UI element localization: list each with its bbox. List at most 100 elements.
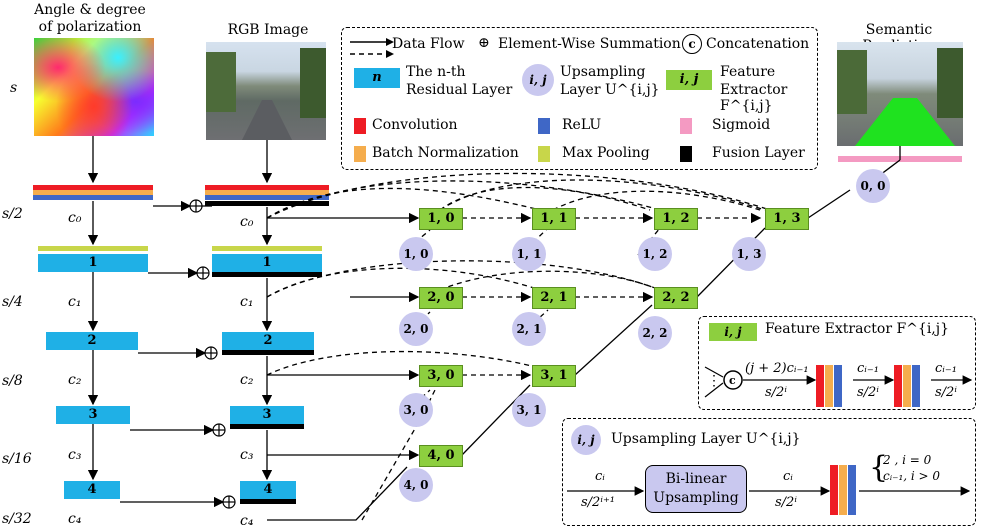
- scale-s8: s/8: [2, 373, 23, 389]
- inset-fe-out-size: s/2ⁱ: [935, 385, 957, 400]
- upsample-3-0: 3, 0: [399, 393, 433, 427]
- channel-left-c2: c₂: [68, 372, 82, 388]
- extractor-1-3: 1, 3: [765, 208, 809, 230]
- bilinear-upsampling-box: Bi-linear Upsampling: [645, 465, 747, 513]
- legend-upsample-swatch: i, j: [522, 64, 554, 96]
- legend-residual-line2: Residual Layer: [406, 82, 513, 98]
- legend-residual-swatch: n: [354, 68, 400, 88]
- inset-up-symbol: i, j: [571, 425, 601, 455]
- rgb-title: RGB Image: [227, 22, 309, 38]
- residual-left-2: 2: [46, 332, 138, 350]
- upsample-2-0: 2, 0: [399, 312, 433, 346]
- polarization-image: [34, 38, 154, 136]
- legend-extractor-symbol: i, j: [679, 72, 699, 87]
- feature-extractor-inset: i, j Feature Extractor F^{i,j} c ⋮ (j + …: [698, 316, 976, 410]
- inset-up-in-channels: cᵢ: [595, 469, 605, 484]
- scale-s2: s/2: [2, 206, 23, 222]
- residual-right-4: 4: [240, 481, 296, 499]
- residual-right-3: 3: [230, 406, 304, 424]
- inset-up-case-1: 2 , i = 0: [883, 453, 932, 467]
- legend-residual-symbol: n: [372, 70, 382, 85]
- scale-s16: s/16: [2, 451, 32, 467]
- legend-fusion-swatch: [680, 146, 692, 162]
- legend-concatenation: Concatenation: [706, 36, 810, 52]
- upsample-1-0: 1, 0: [399, 237, 433, 271]
- inset-up-case-2: cᵢ₋₁, i > 0: [883, 469, 941, 483]
- legend-sigmoid: Sigmoid: [712, 117, 771, 133]
- extractor-1-1: 1, 1: [532, 208, 576, 230]
- inset-up-flow: [567, 465, 971, 515]
- channel-right-c4: c₄: [240, 513, 254, 529]
- extractor-2-1: 2, 1: [532, 287, 576, 309]
- channel-left-c4: c₄: [68, 511, 82, 527]
- residual-right-1: 1: [212, 254, 322, 272]
- inset-fe-symbol: i, j: [709, 323, 757, 341]
- channel-left-c0: c₀: [68, 210, 82, 226]
- legend-box: Data Flow ⊕ Element-Wise Summation c Con…: [341, 27, 818, 170]
- upsample-3-1: 3, 1: [512, 393, 546, 427]
- upsample-2-1: 2, 1: [512, 312, 546, 346]
- inset-up-mid-size: s/2ⁱ: [775, 495, 797, 510]
- polar-title-line2: of polarization: [38, 19, 142, 35]
- inset-up-title: Upsampling Layer U^{i,j}: [611, 431, 801, 447]
- residual-left-1: 1: [38, 254, 148, 272]
- legend-convolution: Convolution: [372, 117, 458, 133]
- maxpool-left: [38, 246, 148, 251]
- inset-fe-title: Feature Extractor F^{i,j}: [765, 321, 949, 337]
- inset-fe-mid-size: s/2ⁱ: [857, 385, 879, 400]
- inset-fe-out-channels: cᵢ₋₁: [935, 361, 957, 376]
- channel-right-c2: c₂: [240, 372, 254, 388]
- legend-extractor-line1: Feature: [720, 64, 776, 80]
- upsample-4-0: 4, 0: [399, 468, 433, 502]
- scale-s: s: [10, 80, 18, 96]
- extractor-1-0: 1, 0: [419, 208, 463, 230]
- upsample-1-2: 1, 2: [638, 237, 672, 271]
- legend-max-pooling: Max Pooling: [562, 145, 650, 161]
- upsampling-inset: i, j Upsampling Layer U^{i,j} Bi-linear …: [562, 418, 976, 526]
- legend-batch-norm: Batch Normalization: [372, 145, 519, 161]
- inset-fe-mid-channels: cᵢ₋₁: [857, 361, 879, 376]
- legend-relu-swatch: [538, 118, 550, 134]
- channel-left-c3: c₃: [68, 447, 82, 463]
- svg-text:⋮: ⋮: [707, 373, 721, 389]
- extractor-4-0: 4, 0: [419, 445, 463, 467]
- maxpool-right: [212, 246, 322, 251]
- bilinear-line1: Bi-linear: [665, 471, 727, 487]
- inset-up-brace: {: [869, 450, 889, 485]
- inset-fe-in-size: s/2ⁱ: [765, 385, 787, 400]
- residual-left-4: 4: [64, 481, 120, 499]
- legend-upsample-line1: Upsampling: [560, 64, 646, 80]
- legend-extractor-line2: Extractor F^{i,j}: [720, 82, 788, 114]
- upsample-1-1: 1, 1: [512, 237, 546, 271]
- extractor-3-1: 3, 1: [532, 365, 576, 387]
- legend-bn-swatch: [354, 146, 366, 162]
- concatenation-icon: c: [682, 34, 702, 54]
- inset-fe-in-channels: (j + 2)cᵢ₋₁: [745, 361, 809, 376]
- legend-extractor-swatch: i, j: [666, 70, 712, 90]
- channel-right-c0: c₀: [240, 214, 254, 230]
- summation-icon: ⊕: [478, 35, 490, 51]
- data-flow-arrows-icon: [350, 38, 394, 58]
- legend-residual-line1: The n-th: [406, 64, 466, 80]
- inset-up-mid-channels: cᵢ: [783, 469, 793, 484]
- legend-summation: Element-Wise Summation: [498, 36, 681, 52]
- extractor-3-0: 3, 0: [419, 365, 463, 387]
- legend-fusion-layer: Fusion Layer: [712, 145, 805, 161]
- inset-fe-flow: c ⋮: [704, 365, 973, 407]
- rgb-image: [206, 42, 326, 140]
- legend-maxpool-swatch: [538, 146, 550, 162]
- scale-s4: s/4: [2, 294, 23, 310]
- inset-up-in-size: s/2ⁱ⁺¹: [581, 495, 616, 510]
- upsample-2-2: 2, 2: [638, 316, 672, 350]
- extractor-2-2: 2, 2: [654, 287, 698, 309]
- legend-upsample-symbol: i, j: [529, 73, 547, 87]
- extractor-2-0: 2, 0: [419, 287, 463, 309]
- upsample-0-0: 0, 0: [856, 169, 890, 203]
- channel-right-c1: c₁: [240, 294, 254, 310]
- extractor-1-2: 1, 2: [654, 208, 698, 230]
- channel-right-c3: c₃: [240, 447, 254, 463]
- legend-data-flow: Data Flow: [392, 36, 465, 52]
- legend-sigmoid-swatch: [680, 118, 692, 134]
- svg-text:c: c: [729, 374, 736, 387]
